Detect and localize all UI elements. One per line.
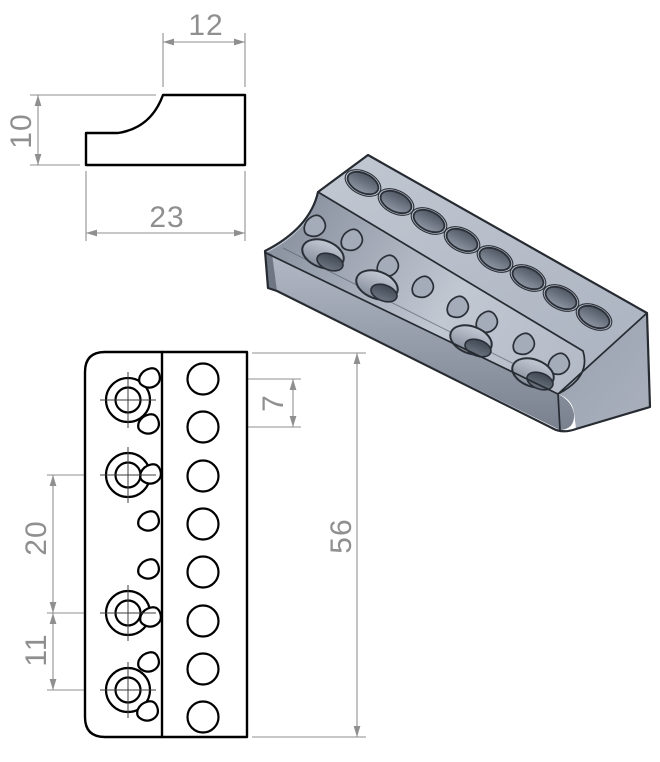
plan-view: 7 56 20 11 — [20, 350, 366, 739]
top-hole-ring — [575, 303, 613, 331]
top-hole — [478, 246, 512, 272]
dim-12-label: 12 — [188, 9, 223, 42]
dimension-23: 23 — [85, 171, 246, 241]
small-hole — [186, 652, 220, 686]
small-hole — [186, 362, 220, 396]
dim-7-label: 7 — [257, 394, 290, 412]
profile-outline — [84, 93, 247, 167]
top-hole — [346, 170, 380, 196]
dimension-12: 12 — [162, 9, 246, 87]
small-hole — [186, 410, 220, 444]
top-hole — [577, 304, 611, 330]
top-hole — [511, 265, 545, 291]
top-hole — [445, 227, 479, 253]
small-hole — [186, 459, 220, 493]
dim-23-label: 23 — [149, 201, 184, 234]
dim-56-label: 56 — [325, 518, 358, 553]
iso-interior-edges — [265, 191, 648, 431]
small-hole — [186, 507, 220, 541]
iso-silhouette — [263, 153, 652, 433]
small-hole — [186, 555, 220, 589]
iso-top-holes — [344, 169, 613, 331]
plan-small-holes — [186, 362, 220, 734]
dimension-10: 10 — [5, 94, 156, 166]
countersink-bore — [526, 371, 554, 391]
countersink-bore — [370, 283, 398, 303]
plan-centerlines — [100, 372, 156, 718]
dim-11-label: 11 — [20, 633, 53, 666]
top-hole — [544, 285, 578, 311]
countersink-bore — [316, 252, 344, 272]
iso-right-face — [558, 313, 650, 429]
dim-10-label: 10 — [5, 113, 38, 148]
top-hole — [412, 208, 446, 234]
small-hole — [186, 604, 220, 638]
iso-front-face — [266, 253, 575, 430]
dim-20-label: 20 — [20, 520, 53, 555]
dimension-20: 20 — [20, 474, 96, 614]
plan-outline — [83, 350, 249, 739]
dimension-56: 56 — [252, 352, 366, 738]
dimension-11: 11 — [20, 613, 96, 691]
small-hole — [186, 700, 220, 734]
isometric-view — [263, 153, 652, 433]
top-hole-ring — [509, 264, 547, 292]
side-profile-view: 12 10 23 — [5, 9, 247, 241]
top-hole — [379, 189, 413, 215]
